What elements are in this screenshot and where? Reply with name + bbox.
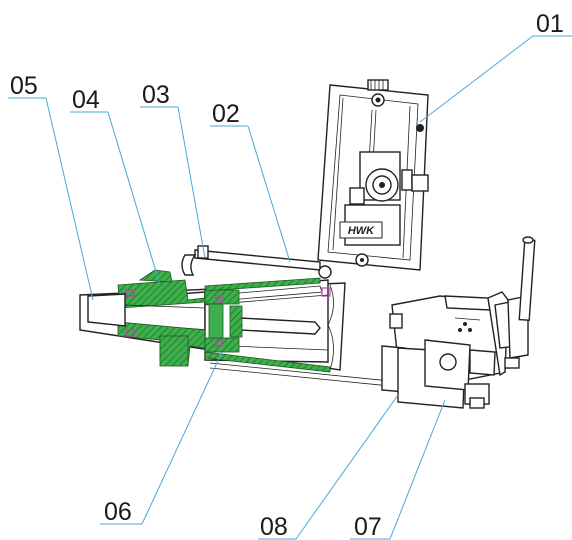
callout-08: 08 [260, 513, 288, 540]
callout-07: 07 [354, 513, 382, 540]
cylinder-cover-section [117, 269, 206, 367]
nameplate-logo-text: HWK [348, 225, 375, 237]
callout-labels: 01 02 03 04 05 06 08 07 [10, 10, 564, 540]
callout-03: 03 [142, 81, 170, 109]
actuator-nameplate: HWK [339, 221, 383, 239]
callout-06: 06 [104, 498, 132, 526]
hose-line [181, 245, 332, 279]
piston-section [204, 277, 331, 373]
leader-lines [8, 35, 572, 540]
control-manifold [381, 236, 536, 409]
callout-04: 04 [72, 86, 100, 114]
callout-01: 01 [536, 10, 564, 38]
actuator-frame [317, 79, 429, 271]
output-shaft [87, 293, 206, 327]
callout-02: 02 [212, 100, 240, 128]
callout-05: 05 [10, 72, 38, 100]
